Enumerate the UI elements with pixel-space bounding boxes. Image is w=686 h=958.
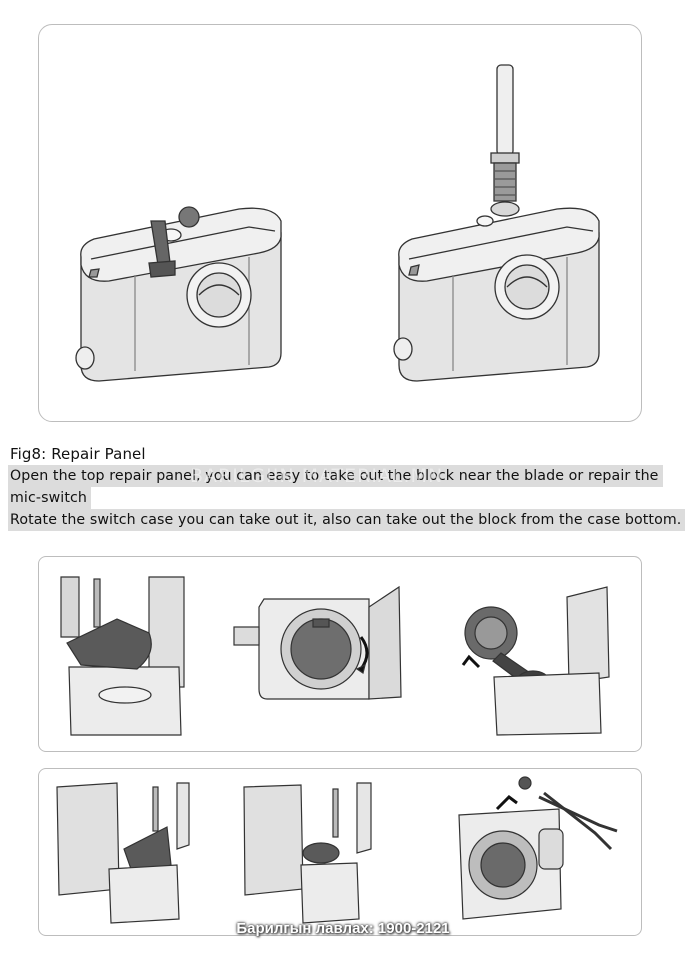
step-close-panel: [56, 782, 190, 924]
step-rotate-case: [233, 585, 402, 700]
instructions-text: Fig8: Repair Panel Open the top repair p…: [8, 443, 686, 531]
step-open-panel: [60, 576, 185, 736]
footer-phone: Барилгын лавлах: 1900-2121: [236, 920, 450, 937]
illustration-panel-top: [38, 24, 642, 422]
step-remove-switch: [461, 586, 610, 736]
pump-units-illustration: [75, 64, 600, 382]
disassembly-steps-illustration-1: [60, 576, 610, 736]
disassembly-steps-illustration-2: [56, 776, 618, 924]
pump-unit-right: [393, 64, 600, 382]
instruction-line-3: Rotate the switch case you can take out …: [8, 509, 686, 531]
pump-unit-left: [75, 206, 282, 382]
step-insert-tool: [243, 782, 372, 924]
step-remove-block: [458, 776, 618, 920]
illustration-panel-bottom: [38, 768, 642, 936]
instruction-line-1: Open the top repair panel, you can easy …: [8, 465, 663, 487]
illustration-panel-middle: [38, 556, 642, 752]
instruction-line-2: mic-switch: [8, 487, 91, 509]
figure-title: Fig8: Repair Panel: [10, 445, 146, 463]
